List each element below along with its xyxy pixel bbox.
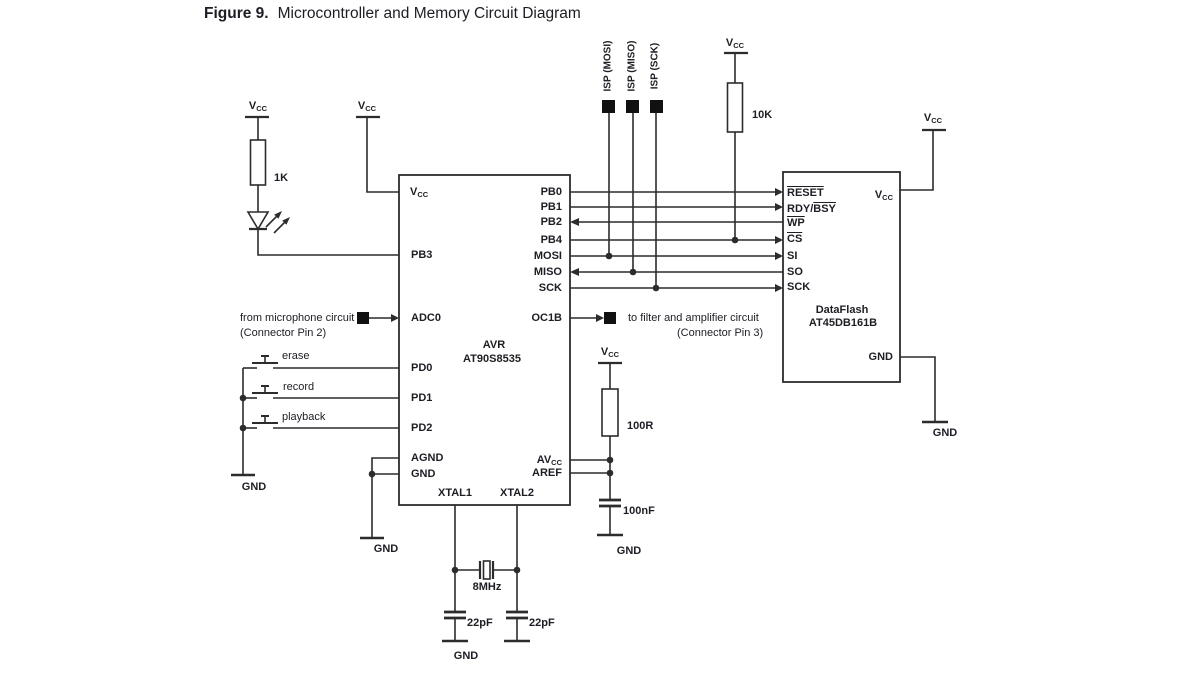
avr-pin-sck: SCK <box>538 282 562 294</box>
resistor-10k <box>726 82 744 133</box>
isp-miso-square <box>626 100 639 113</box>
avr-chip-name: AVR <box>482 339 506 351</box>
switch-record-label: record <box>283 381 315 393</box>
dataflash-pin-vcc: VCC <box>874 189 893 202</box>
dataflash-pin-wp: WP <box>787 217 805 229</box>
isp-miso-label: ISP (MISO) <box>626 40 638 92</box>
gnd-label: GND <box>932 427 958 439</box>
arrowhead <box>775 284 783 292</box>
dataflash-pin-so: SO <box>787 266 803 278</box>
dataflash-pin-cs: CS <box>787 233 803 245</box>
figure-title: Figure 9. Microcontroller and Memory Circ… <box>204 4 581 24</box>
avr-pin-pb3: PB3 <box>411 249 433 261</box>
avr-pin-pb4: PB4 <box>540 234 562 246</box>
isp-sck-label: ISP (SCK) <box>649 42 661 90</box>
cap-22pf-left-label: 22pF <box>467 617 493 629</box>
switch-playback-label: playback <box>282 411 326 423</box>
avr-pin-pb0: PB0 <box>540 186 562 198</box>
vcc-label: VCC <box>923 112 943 125</box>
resistor-10k-label: 10K <box>752 109 773 121</box>
avr-pin-xtal2: XTAL2 <box>499 487 535 499</box>
arrowhead <box>570 268 579 276</box>
dataflash-chip-body <box>782 171 901 383</box>
mic-note-line2: (Connector Pin 2) <box>240 327 327 339</box>
avr-pin-adc0: ADC0 <box>411 312 441 324</box>
vcc-label: VCC <box>248 100 268 113</box>
resistor-1k-label: 1K <box>274 172 289 184</box>
crystal-8mhz-label: 8MHz <box>472 581 502 593</box>
led-diode <box>246 211 270 231</box>
isp-sck-square <box>650 100 663 113</box>
vcc-label: VCC <box>357 100 377 113</box>
gnd-label: GND <box>373 543 399 555</box>
dataflash-pin-gnd: GND <box>868 351 893 363</box>
amp-note-line1: to filter and amplifier circuit <box>628 312 759 324</box>
avr-pin-pd2: PD2 <box>411 422 433 434</box>
mic-connector-square <box>357 312 369 324</box>
arrowhead <box>775 203 783 211</box>
arrowhead <box>775 252 783 260</box>
avr-chip-body <box>398 174 571 506</box>
amp-note-line2: (Connector Pin 3) <box>677 327 764 339</box>
avr-pin-miso: MISO <box>533 266 562 278</box>
crystal-8mhz <box>482 560 491 580</box>
wires-group <box>231 51 948 643</box>
avr-pin-vcc: VCC <box>410 186 429 199</box>
avr-pin-aref: AREF <box>532 467 562 479</box>
arrowhead <box>391 314 399 322</box>
junction-dots <box>239 236 739 574</box>
dataflash-pin-rdybsy: RDY/BSY <box>787 203 836 215</box>
figure-caption: Microcontroller and Memory Circuit Diagr… <box>277 5 581 22</box>
arrowhead <box>570 218 579 226</box>
arrowhead <box>775 236 783 244</box>
cap-100nf-label: 100nF <box>623 505 655 517</box>
gnd-label: GND <box>616 545 642 557</box>
led-light-arrow <box>274 211 282 219</box>
resistor-100r <box>601 388 619 437</box>
switch-erase-label: erase <box>282 350 310 362</box>
isp-mosi-label: ISP (MOSI) <box>602 40 614 92</box>
amp-connector-square <box>604 312 616 324</box>
avr-pin-xtal1: XTAL1 <box>437 487 473 499</box>
isp-mosi-square <box>602 100 615 113</box>
avr-chip-partnumber: AT90S8535 <box>463 353 521 365</box>
resistor-100r-label: 100R <box>627 420 654 432</box>
gnd-label: GND <box>241 481 267 493</box>
avr-pin-avcc: AVCC <box>536 454 562 467</box>
avr-pin-gnd: GND <box>411 468 436 480</box>
resistor-1k <box>249 139 267 186</box>
arrowhead <box>596 314 604 322</box>
dataflash-pin-si: SI <box>787 250 798 262</box>
avr-pin-mosi: MOSI <box>533 250 562 262</box>
dataflash-chip-partnumber: AT45DB161B <box>808 317 878 329</box>
led-light-arrow <box>282 217 290 225</box>
vcc-label: VCC <box>600 346 620 359</box>
avr-pin-agnd: AGND <box>411 452 444 464</box>
dataflash-pin-reset: RESET <box>787 187 824 199</box>
avr-pin-pb1: PB1 <box>540 201 562 213</box>
figure-number: Figure 9. <box>204 5 269 22</box>
avr-pin-oc1b: OC1B <box>531 312 562 324</box>
mic-note-line1: from microphone circuit <box>240 312 355 324</box>
dataflash-chip-name: DataFlash <box>815 304 869 316</box>
avr-pin-pd1: PD1 <box>411 392 433 404</box>
avr-pin-pb2: PB2 <box>540 216 562 228</box>
avr-pin-pd0: PD0 <box>411 362 433 374</box>
dataflash-pin-sck: SCK <box>787 281 811 293</box>
gnd-label: GND <box>453 650 479 662</box>
cap-22pf-right-label: 22pF <box>529 617 555 629</box>
vcc-label: VCC <box>725 37 745 50</box>
arrowhead <box>775 188 783 196</box>
